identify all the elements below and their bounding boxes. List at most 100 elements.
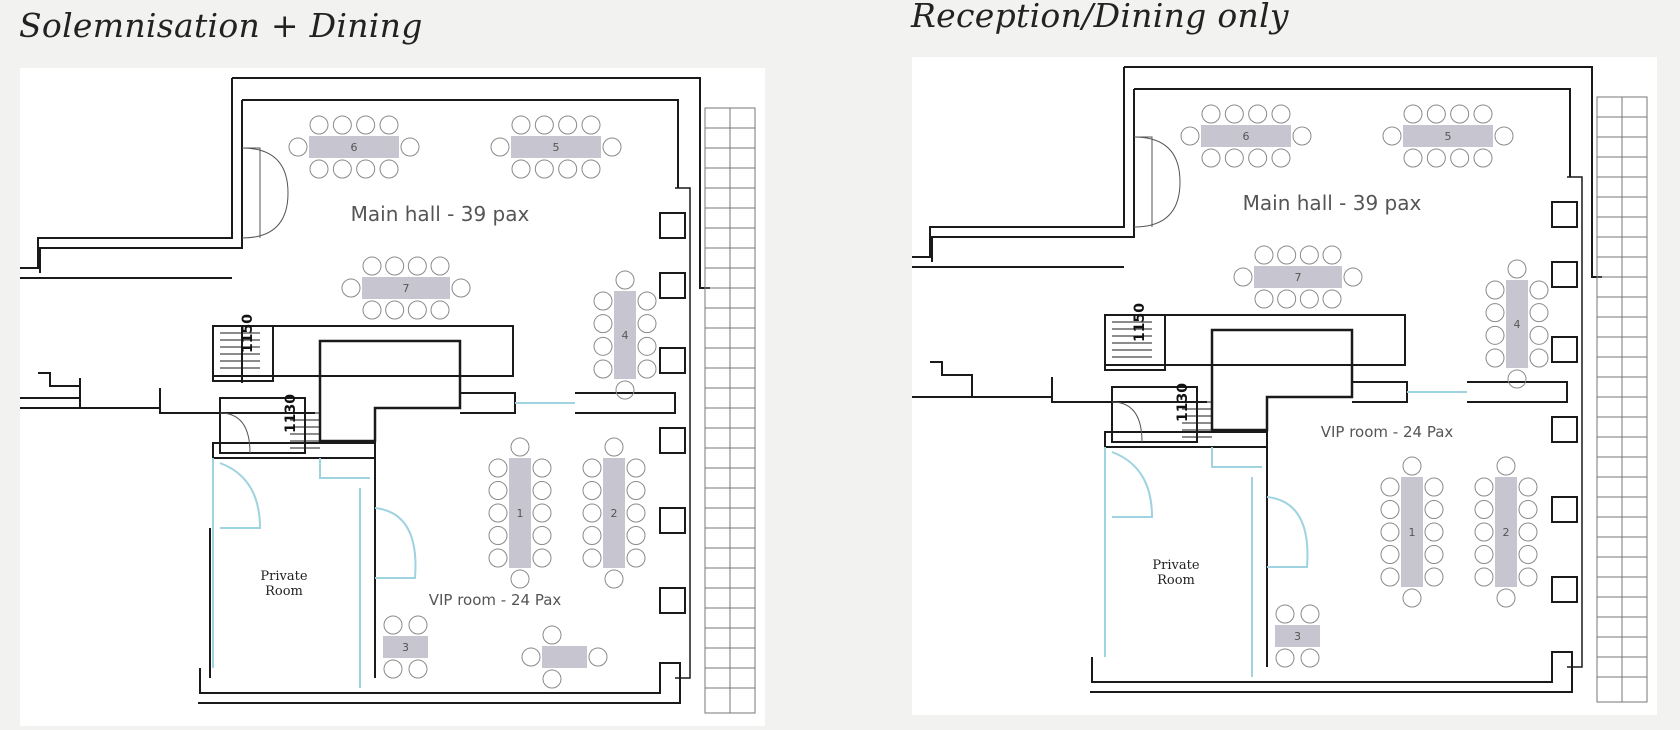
chair: [1275, 604, 1295, 624]
chair: [534, 115, 554, 135]
chair: [1507, 369, 1527, 389]
chair: [490, 137, 510, 157]
chair: [1277, 245, 1297, 265]
chair: [1424, 522, 1444, 542]
table-7: 3: [1275, 604, 1320, 668]
chair: [604, 437, 624, 457]
table-top: [614, 291, 636, 379]
chair: [488, 481, 508, 500]
table-number: 3: [1294, 630, 1301, 643]
chair: [582, 503, 602, 523]
table-top: [1403, 125, 1493, 147]
chair: [593, 359, 613, 379]
chair: [488, 503, 508, 523]
chair: [1529, 280, 1549, 300]
chair: [558, 115, 578, 135]
chair: [1299, 245, 1319, 265]
chair: [637, 314, 657, 334]
table-1: 6: [1180, 104, 1312, 168]
chair: [1275, 648, 1295, 668]
table-3: 7: [341, 256, 471, 320]
chair: [626, 503, 646, 523]
chair: [626, 458, 646, 478]
chair: [626, 548, 646, 568]
table-number: 4: [622, 329, 629, 342]
chair: [1496, 456, 1516, 476]
chair: [1343, 267, 1363, 287]
chair: [1485, 280, 1505, 300]
chair: [1271, 148, 1291, 168]
chair: [1474, 500, 1494, 519]
chair: [1507, 259, 1527, 279]
table-2: 5: [1382, 104, 1514, 168]
table-6: 2: [582, 437, 646, 589]
chair: [1474, 545, 1494, 564]
chair: [332, 159, 352, 179]
chair: [1494, 126, 1514, 146]
table-number: 5: [553, 141, 560, 154]
chair: [408, 659, 428, 679]
chair: [1380, 500, 1400, 519]
chair: [385, 300, 405, 320]
table-top: [603, 458, 625, 568]
chair: [1450, 104, 1470, 124]
chair: [1496, 588, 1516, 608]
chair: [430, 256, 450, 276]
chair: [1474, 522, 1494, 542]
chair: [1424, 567, 1444, 587]
chair: [1277, 289, 1297, 309]
chair: [1403, 104, 1423, 124]
chair: [593, 291, 613, 311]
chair: [637, 336, 657, 356]
stair-dimension-1150: 1150: [1132, 303, 1148, 342]
chair: [288, 137, 308, 157]
chair: [1224, 104, 1244, 124]
chair: [558, 159, 578, 179]
table-number: 4: [1514, 318, 1521, 331]
chair: [1322, 245, 1342, 265]
table-number: 1: [517, 507, 524, 520]
chair: [1518, 477, 1538, 497]
chair: [602, 137, 622, 157]
chair: [1518, 567, 1538, 587]
chair: [1300, 604, 1320, 624]
chair: [615, 270, 635, 290]
chair: [451, 278, 471, 298]
table-top: [309, 136, 399, 158]
table-top: [1495, 477, 1517, 587]
chair: [488, 458, 508, 478]
vip-room-label: VIP room - 24 Pax: [1321, 423, 1454, 441]
chair: [1518, 500, 1538, 519]
stair-dimension-1130: 1130: [1175, 383, 1191, 422]
chair: [1518, 522, 1538, 542]
private-room-label-line1: Private: [1152, 558, 1199, 573]
chair: [1473, 148, 1493, 168]
chair: [1380, 545, 1400, 564]
chair: [356, 159, 376, 179]
table-top: [1201, 125, 1291, 147]
chair: [593, 336, 613, 356]
chair: [1474, 567, 1494, 587]
table-number: 2: [1503, 526, 1510, 539]
chair: [582, 548, 602, 568]
table-4: 4: [1485, 259, 1549, 389]
table-top: [1401, 477, 1423, 587]
chair: [593, 314, 613, 334]
private-room-label-line1: Private: [260, 569, 307, 584]
table-top: [509, 458, 531, 568]
table-number: 5: [1445, 130, 1452, 143]
chair: [1402, 456, 1422, 476]
vip-room-label: VIP room - 24 Pax: [429, 591, 562, 609]
chair: [626, 481, 646, 500]
table-3: 7: [1233, 245, 1363, 309]
table-top: [542, 646, 587, 668]
table-number: 6: [351, 141, 358, 154]
chair: [1224, 148, 1244, 168]
chair: [362, 300, 382, 320]
chair: [1403, 148, 1423, 168]
chair: [1529, 303, 1549, 323]
table-number: 7: [403, 282, 410, 295]
chair: [534, 159, 554, 179]
